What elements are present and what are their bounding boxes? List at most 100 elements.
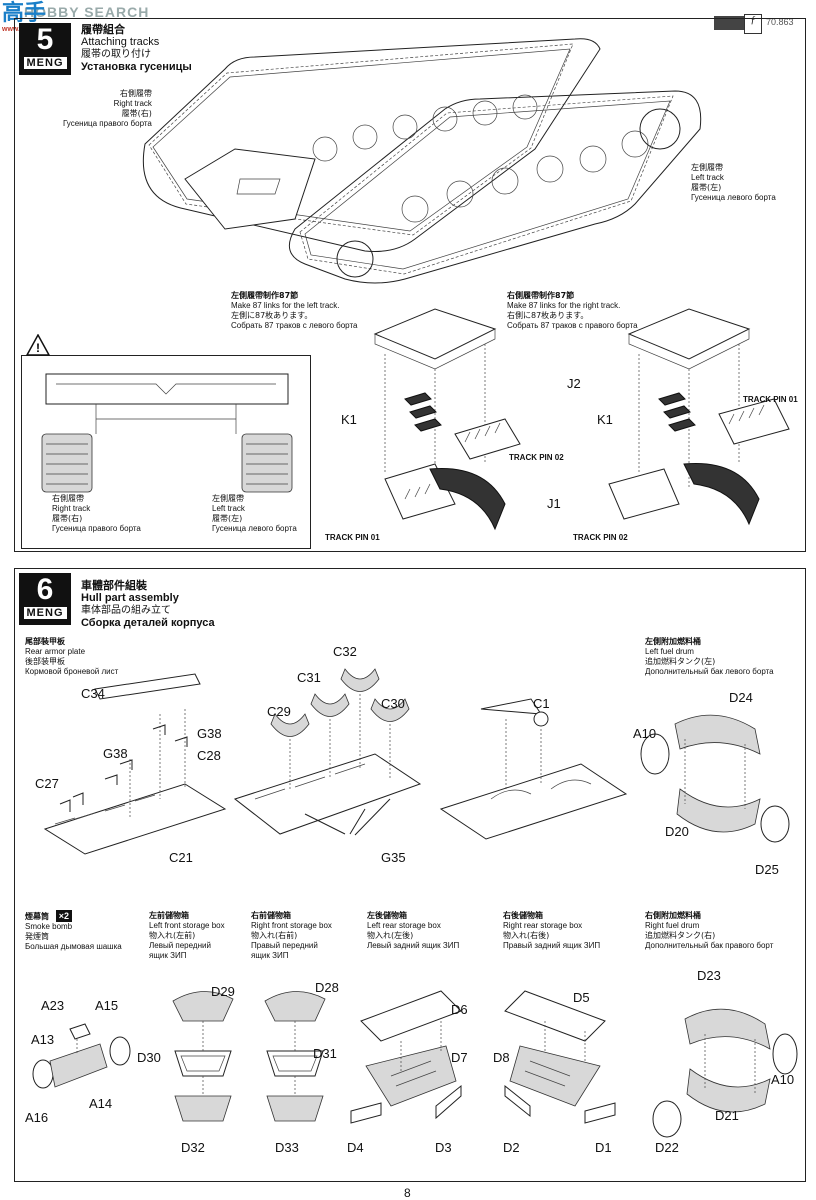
smoke-en: Smoke bomb (25, 922, 73, 931)
warning-track-diagram (41, 373, 293, 493)
left-jig-label: 左側履帶制作87節 Make 87 links for the left tra… (231, 291, 357, 331)
site-logo-text: 高手 (2, 1, 47, 26)
step5-title-en: Attaching tracks (81, 36, 160, 48)
lf-box-en: Left front storage box (149, 921, 225, 930)
part-c1: C1 (533, 696, 550, 711)
step6-panel: 6 MENG 車體部件組裝 Hull part assembly 車体部品の組み… (14, 568, 806, 1182)
lr-box-label: 左後儲物箱 Left rear storage box 物入れ(左後) Левы… (367, 911, 459, 951)
c1-bracket-diagram (439, 698, 628, 840)
warning-left-ja: 履帯(左) (212, 514, 243, 523)
right-track-ru: Гусеница правого борта (63, 119, 152, 128)
rf-box-diagram (264, 991, 326, 1122)
right-track-ja: 履帯(右) (121, 109, 152, 118)
warning-left-en: Left track (212, 504, 245, 513)
right-jig-label: 右側履帶制作87節 Make 87 links for the right tr… (507, 291, 638, 331)
part-d30: D30 (137, 1050, 161, 1065)
lf-box-ja: 物入れ(左前) (149, 931, 196, 940)
left-jig-en: Make 87 links for the left track. (231, 301, 340, 310)
rr-box-ja: 物入れ(右後) (503, 931, 550, 940)
page-ref-icon: ƒ (744, 14, 762, 34)
rf-box-label: 右前儲物箱 Right front storage box 物入れ(右前) Пр… (251, 911, 332, 961)
rr-box-ru: Правый задний ящик ЗИП (503, 941, 601, 950)
part-d3: D3 (435, 1140, 452, 1155)
step6-number: 6 (36, 573, 54, 606)
smoke-ru: Большая дымовая шашка (25, 942, 122, 951)
part-a13: A13 (31, 1032, 55, 1047)
part-d4: D4 (347, 1140, 364, 1155)
part-d6: D6 (451, 1002, 468, 1017)
left-fuel-drum-diagram (640, 714, 790, 843)
part-c30: C30 (381, 696, 405, 711)
right-jig-zh: 右側履帶制作87節 (507, 291, 575, 300)
part-d28: D28 (315, 980, 339, 995)
part-c31: C31 (297, 670, 321, 685)
part-k1-right: K1 (597, 412, 613, 427)
track-pin-01-right: TRACK PIN 01 (743, 395, 798, 404)
part-d31: D31 (313, 1046, 337, 1061)
part-c32: C32 (333, 644, 357, 659)
left-track-ru: Гусеница левого борта (691, 193, 776, 202)
lf-box-label: 左前儲物箱 Left front storage box 物入れ(左前) Лев… (149, 911, 225, 961)
rear-armor-ru: Кормовой броневой лист (25, 667, 119, 676)
step6-title-en: Hull part assembly (81, 592, 179, 604)
step5-panel: 5 MENG 履帶組合 Attaching tracks 履帯の取り付け Уст… (14, 18, 806, 552)
step5-titles: 履帶組合 Attaching tracks 履帯の取り付け Установка … (81, 23, 192, 74)
step6-brand: MENG (23, 607, 67, 619)
right-jig-diagram (608, 308, 790, 526)
tank-tracks-illustration (142, 38, 702, 284)
right-fuel-label: 右側附加燃料桶 Right fuel drum 追加燃料タンク(右) Допол… (645, 911, 773, 951)
part-d1: D1 (595, 1140, 612, 1155)
part-d29: D29 (211, 984, 235, 999)
part-a14: A14 (89, 1096, 113, 1111)
right-fuel-en: Right fuel drum (645, 921, 700, 930)
rr-box-label: 右後儲物箱 Right rear storage box 物入れ(右後) Пра… (503, 911, 600, 951)
part-d21: D21 (715, 1108, 739, 1123)
part-a10-a: A10 (633, 726, 657, 741)
warning-right-ru: Гусеница правого борта (52, 524, 141, 533)
road-wheels (312, 94, 681, 278)
part-d32: D32 (181, 1140, 205, 1155)
step5-title-ja: 履帯の取り付け (81, 49, 151, 60)
lr-box-zh: 左後儲物箱 (367, 911, 407, 920)
rr-box-diagram (504, 990, 616, 1124)
smoke-bomb-diagram (32, 1023, 131, 1089)
right-jig-en: Make 87 links for the right track. (507, 301, 621, 310)
step6-badge: 6 MENG (19, 573, 71, 625)
rr-box-zh: 右後儲物箱 (503, 911, 543, 920)
lf-box-ru1: Левый передний (149, 941, 211, 950)
warning-left-zh: 左側履帶 (212, 494, 244, 503)
smoke-zh-row: 煙幕筒 ×2 (25, 910, 122, 922)
part-d5: D5 (573, 990, 590, 1005)
step5-badge: 5 MENG (19, 23, 71, 75)
rf-box-ru2: ящик ЗИП (251, 951, 289, 960)
track-pin-01-left: TRACK PIN 01 (325, 533, 380, 542)
lr-box-en: Left rear storage box (367, 921, 441, 930)
warning-right-en: Right track (52, 504, 91, 513)
part-d7: D7 (451, 1050, 468, 1065)
part-d22: D22 (655, 1140, 679, 1155)
part-a15: A15 (95, 998, 119, 1013)
lr-box-diagram (350, 990, 462, 1124)
lf-box-ru2: ящик ЗИП (149, 951, 187, 960)
page-ref: 70.863 (766, 17, 794, 27)
watermark: HOBBY SEARCH (24, 4, 150, 20)
left-track-label: 左側履帶 Left track 履帯(左) Гусеница левого бо… (691, 163, 776, 203)
lr-box-ja: 物入れ(左後) (367, 931, 414, 940)
left-jig-ru: Собрать 87 траков с левого борта (231, 321, 358, 330)
rear-armor-diagram (43, 673, 227, 855)
left-fuel-ja: 追加燃料タンク(左) (645, 657, 716, 666)
right-track-en: Right track (113, 99, 152, 108)
svg-text:!: ! (36, 341, 40, 355)
part-d25: D25 (755, 862, 779, 877)
step5-brand: MENG (23, 57, 67, 69)
storage-bracket-diagram (233, 668, 422, 836)
part-c27: C27 (35, 776, 59, 791)
right-track-label: 右側履帶 Right track 履帯(右) Гусеница правого … (63, 89, 152, 129)
part-d24: D24 (729, 690, 753, 705)
left-fuel-zh: 左側附加燃料桶 (645, 637, 701, 646)
right-fuel-ru: Дополнительный бак правого борт (645, 941, 774, 950)
warning-right-ja: 履帯(右) (52, 514, 83, 523)
rf-box-ja: 物入れ(右前) (251, 931, 298, 940)
right-fuel-zh: 右側附加燃料桶 (645, 911, 701, 920)
rf-box-en: Right front storage box (251, 921, 332, 930)
